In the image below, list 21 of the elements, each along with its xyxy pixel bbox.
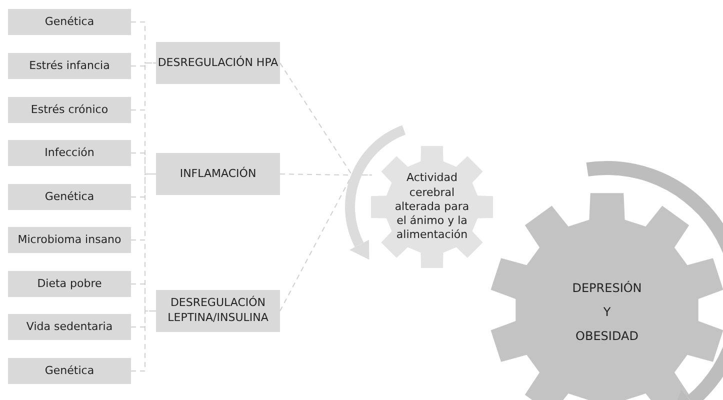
factor-box: Vida sedentaria [8, 314, 131, 340]
connector-line [130, 310, 156, 372]
factor-box: Estrés crónico [8, 97, 131, 123]
gear-label: Actividad cerebral alterada para el ánimo y la alimentación [394, 171, 470, 243]
factor-box: Genética [8, 184, 131, 210]
connector-line [130, 174, 156, 198]
gear-label: OBESIDAD [576, 328, 638, 345]
gear-label: Y [603, 304, 611, 321]
factor-box: Genética [8, 358, 131, 384]
factor-box: Microbioma insano [8, 227, 131, 253]
connector-line [280, 174, 372, 312]
factor-box: Genética [8, 9, 131, 35]
gear-label: DEPRESIÓN [572, 280, 642, 297]
factor-box: Estrés infancia [8, 53, 131, 79]
connector-line [130, 22, 156, 64]
factor-box: Dieta pobre [8, 271, 131, 297]
mechanism-box: INFLAMACIÓN [156, 153, 280, 195]
factor-box: Infección [8, 140, 131, 166]
connector-line [130, 62, 156, 66]
mechanism-box: DESREGULACIÓN HPA [156, 42, 280, 84]
mechanism-box: DESREGULACIÓN LEPTINA/INSULINA [156, 290, 280, 332]
